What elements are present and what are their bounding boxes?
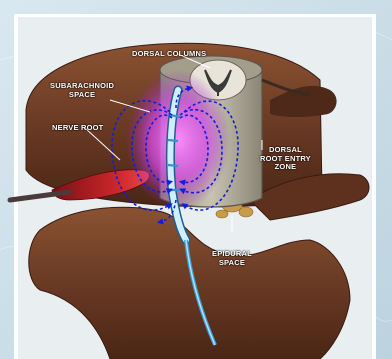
label-subarachnoid-space: SUBARACHNOID SPACE [50,82,114,99]
label-dorsal-root-entry-zone: DORSAL ROOT ENTRY ZONE [260,146,311,172]
label-epidural-space: EPIDURAL SPACE [212,250,252,267]
label-dorsal-columns: DORSAL COLUMNS [132,50,206,59]
label-nerve-root: NERVE ROOT [52,124,103,133]
